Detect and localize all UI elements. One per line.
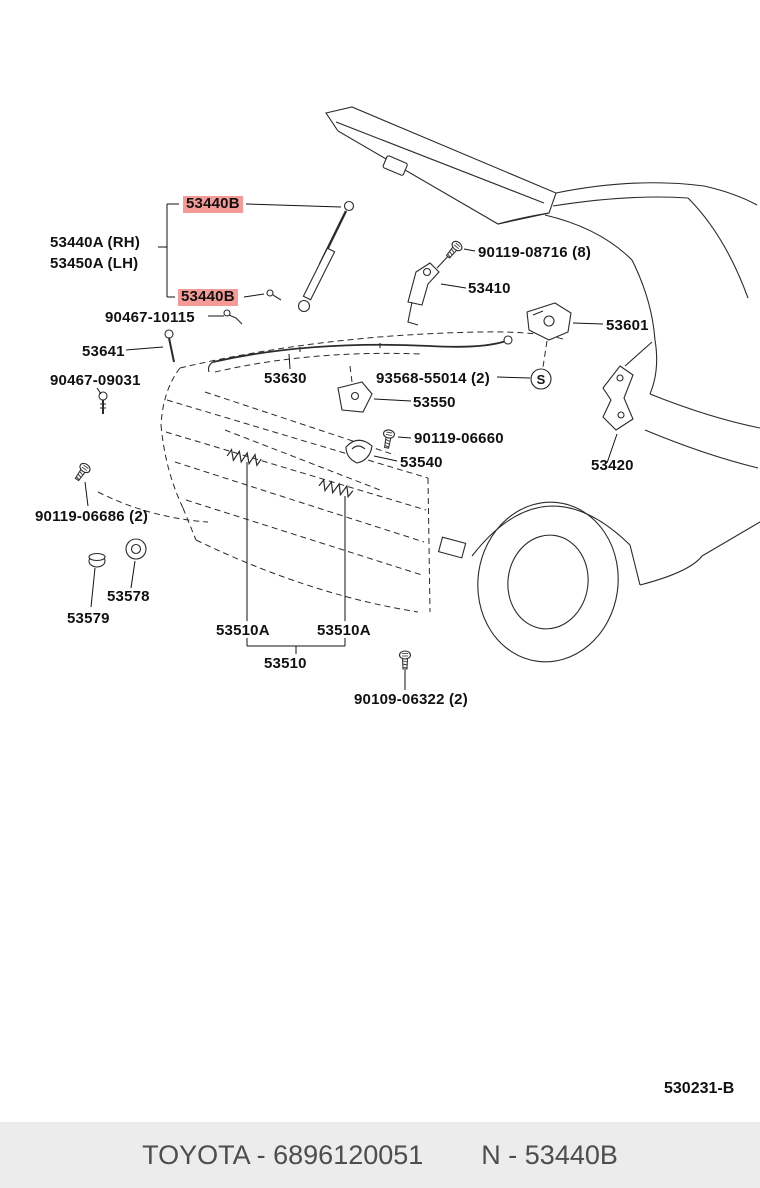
- footer-part-number: N - 53440B: [481, 1139, 618, 1170]
- part-label-strut-upper-53440b: 53440B: [183, 195, 243, 213]
- part-label-spring-set-53510: 53510: [264, 655, 307, 672]
- part-label-lock-53601: 53601: [606, 317, 649, 334]
- part-label-support-53550: 53550: [413, 394, 456, 411]
- leader-lines: [84, 203, 618, 690]
- footer-bar: TOYOTA - 6896120051 N - 53440B: [0, 1122, 760, 1188]
- spring-left-icon: [225, 448, 263, 467]
- clip-10115-drawing: [223, 309, 243, 325]
- part-label-cap-53579: 53579: [67, 610, 110, 627]
- bolt-icon-90109-06322: [398, 650, 412, 670]
- hood-hinge-rh-drawing: [407, 251, 453, 326]
- hood-lock-drawing: [526, 302, 572, 368]
- car-body-lines: [437, 182, 760, 663]
- part-label-bolt-90119-06686: 90119-06686 (2): [35, 508, 149, 525]
- part-label-panel-53440a-rh: 53440A (RH): [50, 234, 141, 251]
- part-label-cable-53630: 53630: [264, 370, 307, 387]
- part-label-bolt-90119-08716: 90119-08716 (8): [478, 244, 592, 261]
- part-label-catch-53540: 53540: [400, 454, 443, 471]
- part-label-spring-53510a-right: 53510A: [317, 622, 371, 639]
- spring-right-icon: [317, 478, 355, 499]
- part-label-grommet-53578: 53578: [107, 588, 150, 605]
- part-label-hinge-53420: 53420: [591, 457, 634, 474]
- hood-hinge-lh-drawing: [602, 341, 653, 431]
- lock-support-drawing: [337, 365, 373, 464]
- grommet-drawing: [125, 538, 147, 560]
- hood-release-cable-drawing: [207, 335, 513, 373]
- front-end-dashed-lines: [97, 331, 567, 613]
- part-label-spring-53510a-left: 53510A: [216, 622, 270, 639]
- support-rod-drawing: [164, 329, 175, 363]
- hood-panel-drawing: [325, 106, 557, 225]
- parts-diagram-drawing: S: [71, 106, 760, 690]
- part-label-rod-53641: 53641: [82, 343, 125, 360]
- part-label-bolt-90119-06660: 90119-06660: [414, 430, 504, 447]
- s-symbol: S: [530, 368, 552, 390]
- part-label-bolt-90109-06322: 90109-06322 (2): [354, 691, 468, 708]
- part-label-hinge-53410: 53410: [468, 280, 511, 297]
- hood-gas-strut-drawing: [266, 200, 355, 313]
- part-label-screw-93568-55014: 93568-55014 (2): [376, 370, 490, 387]
- figure-reference-code: 530231-B: [664, 1080, 735, 1097]
- bolt-icon-90119-06686: [71, 461, 93, 484]
- bolt-icon-90119-06660: [380, 428, 396, 450]
- footer-catalog-number: TOYOTA - 6896120051: [142, 1139, 424, 1170]
- cap-drawing: [88, 552, 106, 568]
- clip-09031-drawing: [98, 391, 108, 414]
- s-marker-letter: S: [537, 372, 546, 387]
- part-label-clip-90467-10115: 90467-10115: [105, 309, 195, 326]
- part-label-panel-53450a-lh: 53450A (LH): [50, 255, 139, 272]
- part-label-clip-90467-09031: 90467-09031: [50, 372, 141, 389]
- part-label-strut-lower-53440b: 53440B: [178, 288, 238, 306]
